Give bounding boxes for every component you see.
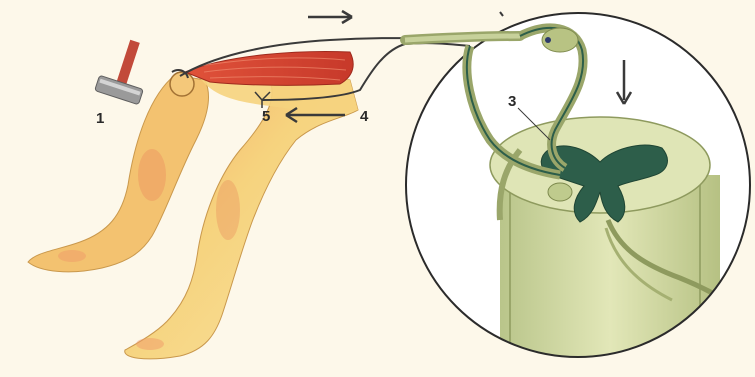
label-hammer: 1 bbox=[96, 110, 104, 127]
ganglion-cell-body bbox=[545, 37, 551, 43]
label-motor-path: 4 bbox=[360, 108, 369, 125]
label-muscle-effector: 5 bbox=[262, 108, 270, 125]
foot-shadow-front bbox=[136, 338, 164, 350]
calf-shadow bbox=[216, 180, 240, 240]
dorsal-horn-entry bbox=[548, 183, 572, 201]
foot-shadow-back bbox=[58, 250, 86, 262]
shin-shadow bbox=[138, 149, 166, 201]
label-spinal-cord: 3 bbox=[508, 93, 516, 110]
